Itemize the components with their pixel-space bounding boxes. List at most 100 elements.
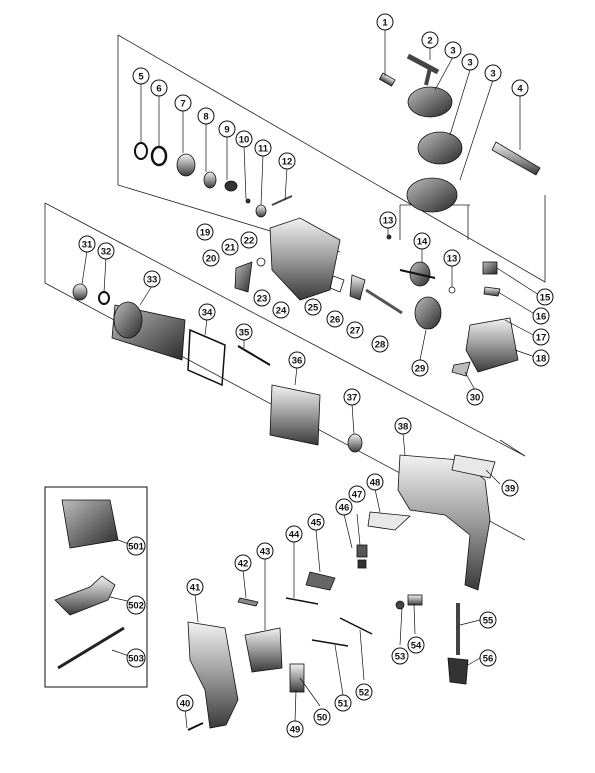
callout-42: 42 — [234, 554, 252, 572]
callout-35: 35 — [235, 323, 253, 341]
callout-number: 41 — [190, 582, 201, 593]
callout-circle — [132, 67, 150, 85]
callout-47: 47 — [348, 485, 366, 503]
callout-circle — [78, 235, 96, 253]
callout-circle — [197, 107, 215, 125]
callout-labels: 1233345678910111213131415161718192021222… — [78, 13, 554, 738]
callout-number: 5 — [138, 71, 144, 82]
callout-circle — [174, 94, 192, 112]
callout-circle — [126, 648, 146, 668]
callout-circle — [176, 694, 194, 712]
callout-3b: 3 — [461, 53, 479, 71]
callout-5: 5 — [132, 67, 150, 85]
callout-circle — [218, 120, 236, 138]
callout-number: 32 — [101, 246, 112, 257]
callout-circle — [234, 554, 252, 572]
callout-number: 502 — [128, 600, 144, 611]
switch-parts — [237, 544, 469, 693]
callout-circle — [366, 473, 384, 491]
callout-number: 33 — [147, 274, 158, 285]
callout-43: 43 — [256, 542, 274, 560]
callout-circle — [391, 647, 409, 665]
callout-16: 16 — [532, 307, 550, 325]
callout-number: 6 — [156, 83, 161, 94]
callout-25: 25 — [304, 298, 322, 316]
callout-circle — [335, 498, 353, 516]
callout-number: 26 — [330, 314, 341, 325]
callout-number: 9 — [224, 124, 229, 135]
callout-26: 26 — [326, 310, 344, 328]
callout-circle — [443, 249, 461, 267]
callout-number: 27 — [350, 325, 361, 336]
callout-circle — [240, 231, 258, 249]
callout-circle — [484, 64, 502, 82]
callout-circle — [343, 388, 361, 406]
callout-circle — [198, 303, 216, 321]
callout-number: 10 — [239, 134, 250, 145]
callout-circle — [221, 238, 239, 256]
gear-housing — [234, 217, 403, 315]
callout-number: 52 — [359, 687, 370, 698]
callout-number: 8 — [203, 111, 208, 122]
callout-circle — [326, 310, 344, 328]
callout-39: 39 — [501, 479, 519, 497]
callout-4: 4 — [511, 79, 529, 97]
callout-circle — [421, 31, 439, 49]
callout-38: 38 — [394, 417, 412, 435]
callout-34: 34 — [198, 303, 216, 321]
callout-number: 3 — [490, 68, 495, 79]
callout-circle — [371, 335, 389, 353]
callout-circle — [532, 307, 550, 325]
leader-lines — [81, 30, 543, 729]
callout-number: 40 — [180, 698, 191, 709]
callout-circle — [346, 321, 364, 339]
callout-circle — [376, 13, 394, 31]
callout-number: 48 — [370, 477, 381, 488]
callout-44: 44 — [285, 525, 303, 543]
callout-number: 501 — [128, 541, 145, 552]
callout-14: 14 — [413, 232, 431, 250]
callout-circle — [479, 649, 497, 667]
callout-24: 24 — [272, 301, 290, 319]
callout-circle — [272, 301, 290, 319]
callout-6: 6 — [150, 79, 168, 97]
callout-circle — [126, 595, 146, 615]
callout-9: 9 — [218, 120, 236, 138]
callout-circle — [202, 249, 220, 267]
callout-number: 55 — [483, 615, 494, 626]
callout-29: 29 — [411, 359, 429, 377]
callout-circle — [186, 578, 204, 596]
callout-number: 4 — [517, 83, 523, 94]
callout-number: 45 — [311, 517, 322, 528]
callout-number: 39 — [505, 483, 516, 494]
callout-number: 35 — [239, 327, 250, 338]
callout-circle — [126, 536, 146, 556]
callout-circle — [285, 525, 303, 543]
callout-number: 12 — [282, 156, 293, 167]
callout-circle — [278, 152, 296, 170]
callout-number: 49 — [290, 724, 301, 735]
callout-number: 38 — [398, 421, 409, 432]
callout-number: 43 — [260, 546, 271, 557]
callout-number: 11 — [258, 143, 269, 154]
callout-13b: 13 — [443, 249, 461, 267]
callout-circle — [235, 323, 253, 341]
callout-56: 56 — [479, 649, 497, 667]
callout-circle — [97, 242, 115, 260]
callout-circle — [407, 636, 425, 654]
callout-37: 37 — [343, 388, 361, 406]
callout-number: 20 — [206, 253, 217, 264]
callout-3c: 3 — [484, 64, 502, 82]
callout-number: 50 — [317, 712, 328, 723]
callout-number: 17 — [536, 332, 547, 343]
callout-number: 29 — [415, 363, 426, 374]
callout-number: 13 — [383, 215, 394, 226]
callout-11: 11 — [254, 139, 272, 157]
callout-number: 28 — [375, 339, 386, 350]
callout-27: 27 — [346, 321, 364, 339]
callout-circle — [288, 351, 306, 369]
callout-number: 47 — [352, 489, 363, 500]
callout-number: 15 — [540, 292, 551, 303]
